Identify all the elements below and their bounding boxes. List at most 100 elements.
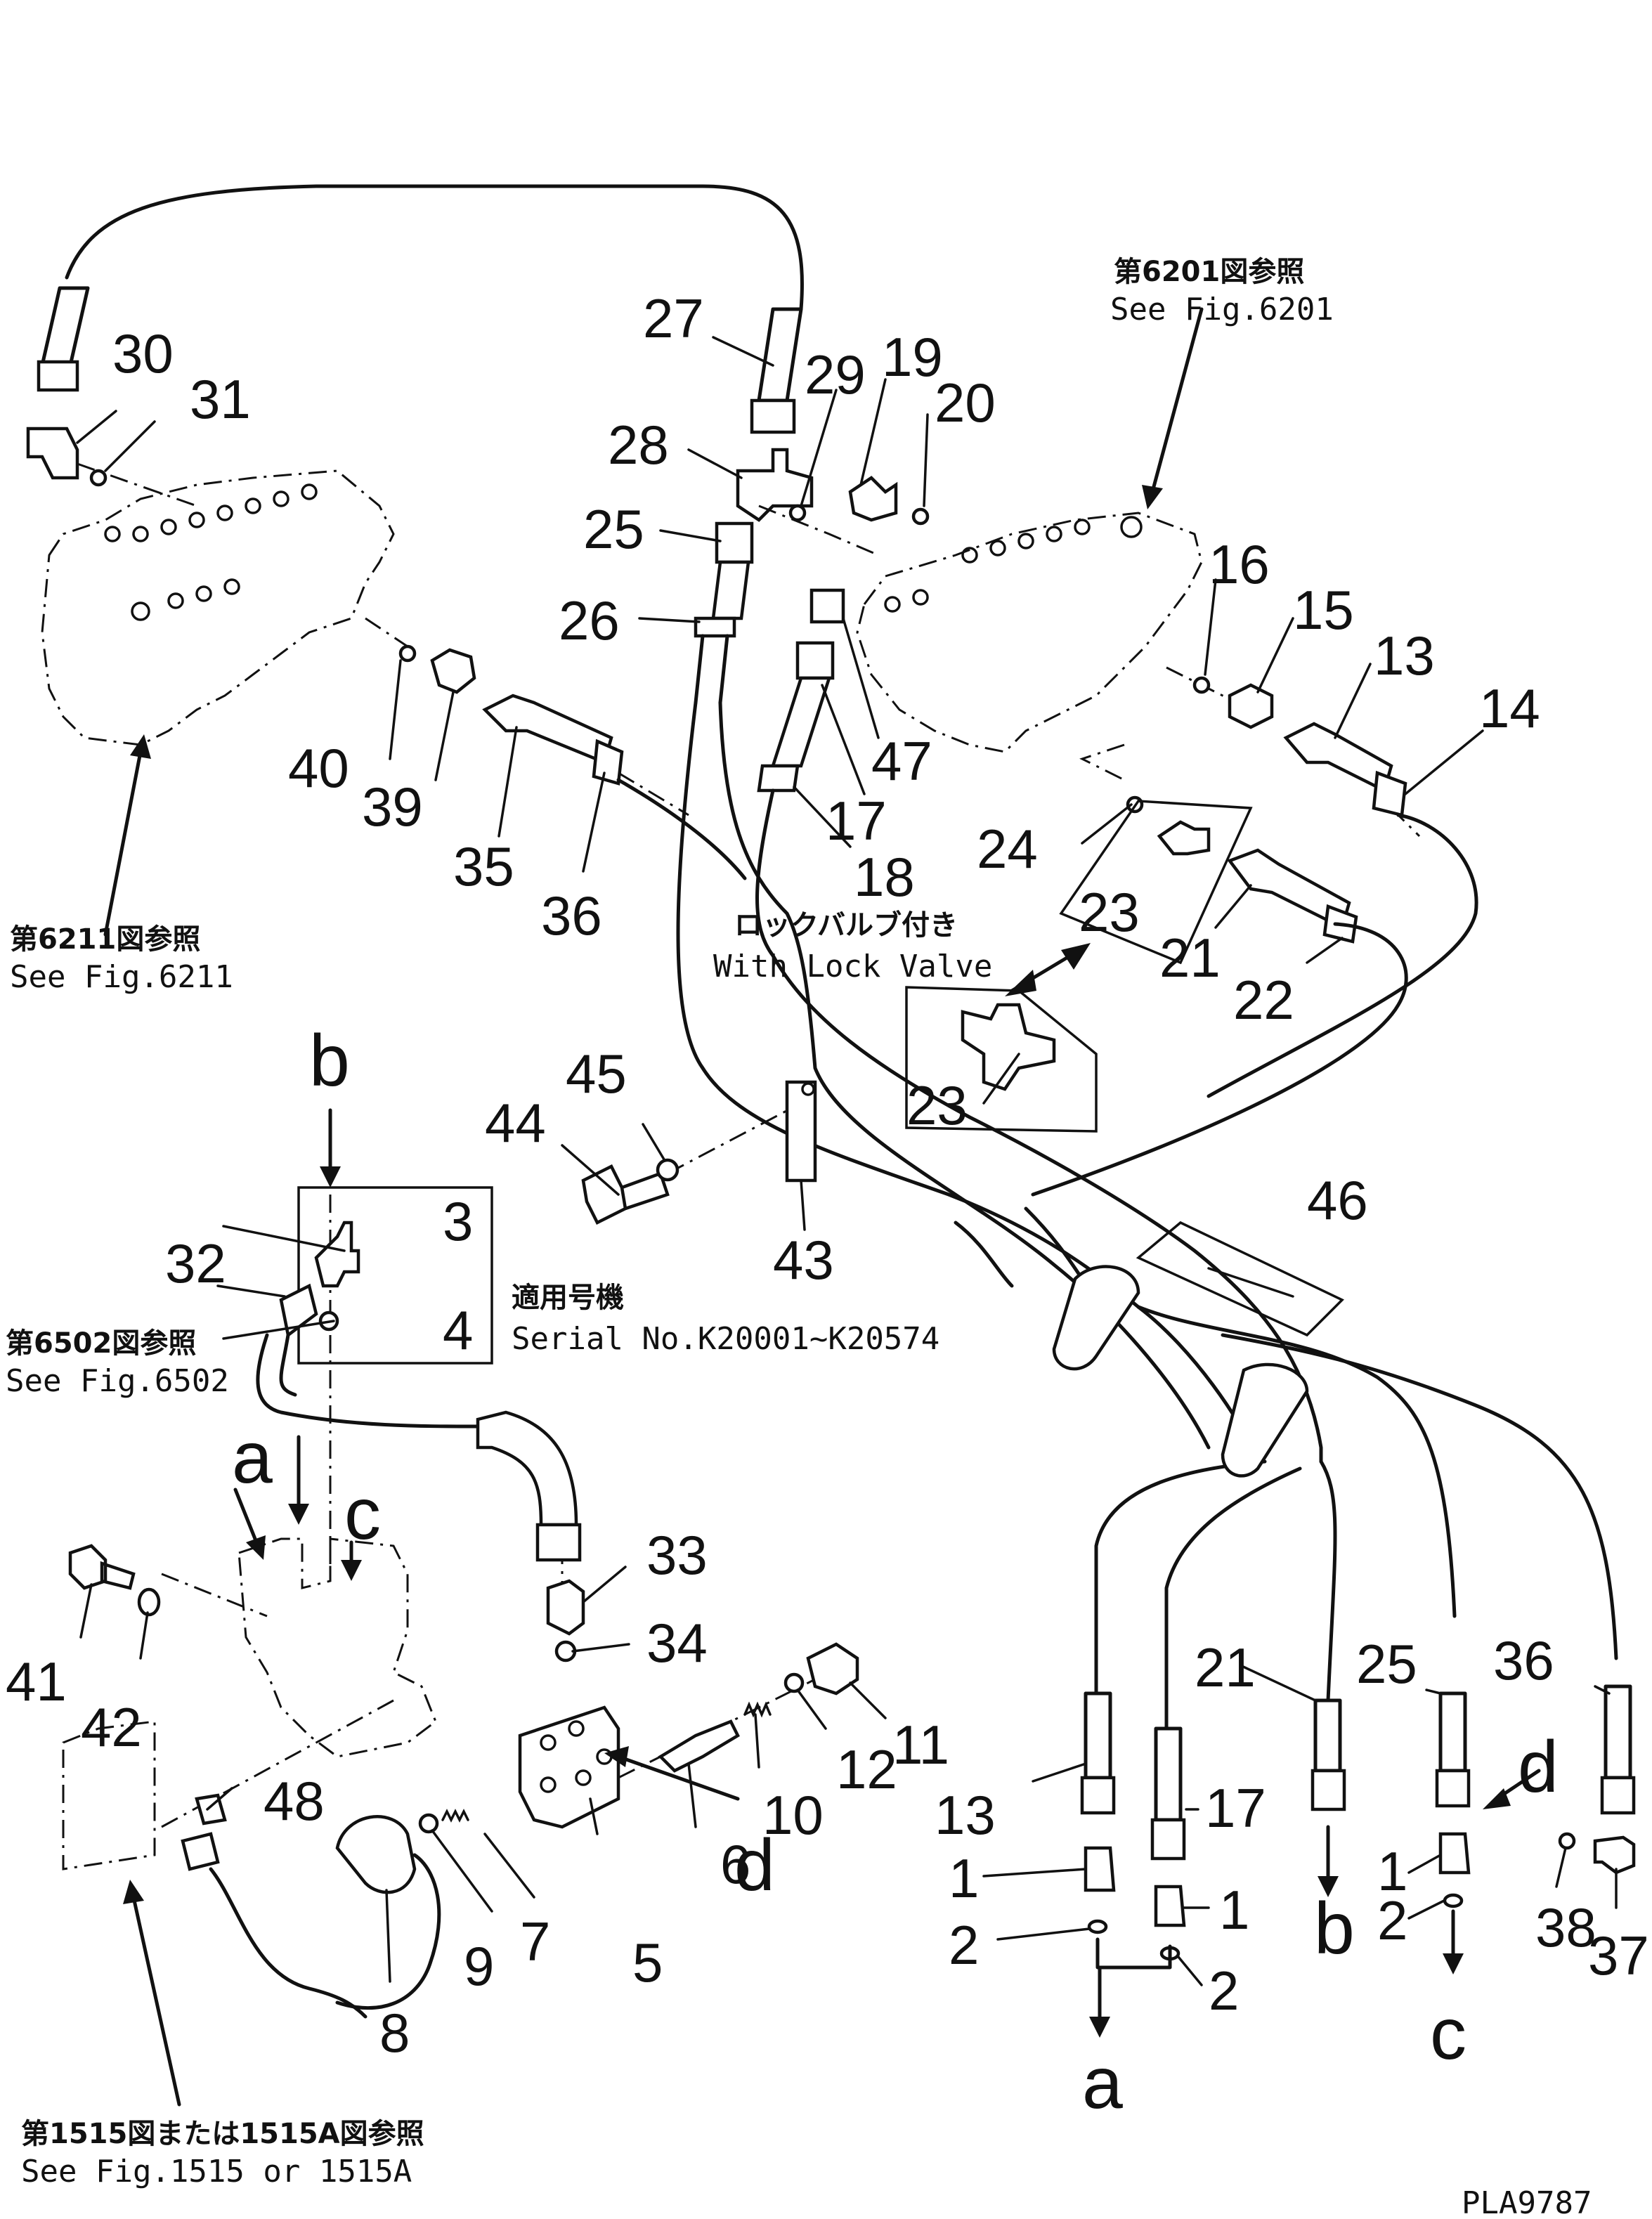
label-8: 8: [379, 2002, 410, 2064]
bolt-41: [68, 1544, 136, 1590]
hose-loop-top: [65, 184, 804, 311]
label-10: 10: [762, 1784, 824, 1846]
letter-d-top: d: [734, 1825, 775, 1906]
valve-6: [658, 1719, 740, 1773]
label-17a: 17: [826, 790, 887, 852]
label-26: 26: [559, 590, 620, 651]
label-2a: 2: [949, 1914, 979, 1976]
nut-17: [795, 641, 835, 680]
label-28: 28: [608, 414, 669, 476]
clamp-43: [785, 1080, 817, 1183]
oring-20: [911, 507, 930, 526]
label-5: 5: [632, 1932, 663, 1993]
note-serial-en: Serial No.K20001~K20574: [512, 1321, 939, 1357]
connector-15: [1228, 683, 1274, 729]
control-valve-left: [41, 469, 395, 746]
label-29: 29: [805, 344, 866, 405]
label-38: 38: [1535, 1896, 1596, 1958]
spring-7: [441, 1809, 469, 1823]
ref-fig1515-en: See Fig.1515 or 1515A: [21, 2154, 412, 2189]
box-serial: [297, 1186, 493, 1365]
spring-10: [743, 1701, 772, 1718]
washer-45: [656, 1158, 679, 1182]
label-43: 43: [773, 1229, 834, 1291]
label-36b: 36: [1493, 1629, 1554, 1691]
fitting-23-lower: [961, 1003, 1056, 1091]
hose-ends-bottom: [1080, 1684, 1636, 1961]
hose-35: [482, 694, 613, 765]
ref-fig1515-ja: 第1515図または1515A図参照: [21, 2118, 424, 2150]
label-15: 15: [1293, 579, 1354, 641]
centerline-30-valve: [77, 462, 197, 507]
label-34: 34: [646, 1612, 708, 1674]
label-42: 42: [81, 1696, 142, 1758]
label-1a: 1: [949, 1847, 979, 1909]
hose-30: [40, 286, 90, 367]
hose-bundle-46: [616, 701, 1618, 1731]
elbow-30: [26, 427, 79, 480]
sleeve-26: [694, 616, 736, 638]
ref-fig6502-ja: 第6502図参照: [6, 1327, 196, 1360]
label-35: 35: [453, 835, 514, 897]
label-25a: 25: [583, 498, 644, 560]
label-18: 18: [854, 846, 915, 908]
label-4: 4: [443, 1299, 473, 1361]
socket-48: [181, 1832, 220, 1871]
label-36a: 36: [541, 885, 602, 946]
control-valve-right: [856, 512, 1203, 753]
label-1c: 1: [1377, 1840, 1407, 1902]
label-19: 19: [882, 326, 943, 388]
label-25b: 25: [1356, 1633, 1417, 1695]
letter-c-bot: c: [1430, 1993, 1466, 2075]
connector-39: [430, 648, 476, 694]
label-20: 20: [935, 372, 996, 434]
oring-29: [788, 504, 807, 522]
hose-25: [711, 560, 750, 620]
oring-9: [418, 1813, 439, 1834]
label-44: 44: [485, 1092, 546, 1154]
valve-block-6502: [238, 1537, 437, 1758]
connector-stack-1515: [62, 1720, 156, 1870]
label-23b: 23: [906, 1074, 968, 1136]
label-45: 45: [566, 1043, 627, 1105]
label-33: 33: [646, 1524, 708, 1586]
label-9: 9: [464, 1935, 494, 1997]
nut-32: [535, 1523, 582, 1562]
elbow-19: [848, 476, 898, 522]
label-14: 14: [1479, 677, 1540, 739]
flow-arrows: [103, 307, 1541, 2107]
label-37: 37: [1588, 1925, 1649, 1986]
label-13b: 13: [935, 1784, 996, 1846]
ref-fig6201-en: See Fig.6201: [1110, 292, 1334, 327]
connector-33: [546, 1579, 585, 1636]
nut-30: [37, 360, 79, 392]
bolt-44: [581, 1164, 670, 1225]
ref-fig6502-en: See Fig.6502: [6, 1363, 229, 1399]
label-32: 32: [165, 1232, 226, 1294]
label-21b: 21: [1195, 1636, 1256, 1698]
label-12: 12: [836, 1738, 897, 1800]
clamp-band-1: [1052, 1265, 1140, 1371]
label-27: 27: [643, 287, 704, 349]
letter-b-top: b: [309, 1020, 350, 1102]
letter-a-top: a: [232, 1417, 273, 1499]
label-46: 46: [1307, 1169, 1368, 1231]
note-serial-ja: 適用号機: [512, 1282, 624, 1314]
centerline-24: [1079, 743, 1125, 781]
box-23-lower: [905, 986, 1098, 1133]
tee-28: [736, 448, 814, 522]
nut-47: [809, 588, 845, 624]
sleeve-18: [757, 764, 800, 793]
hose-27: [757, 307, 803, 403]
label-21a: 21: [1159, 927, 1221, 989]
label-22: 22: [1233, 969, 1294, 1031]
valve-left-ports: [104, 483, 318, 621]
note-lock-valve-en: With Lock Valve: [713, 949, 992, 984]
label-47: 47: [871, 730, 932, 792]
label-1b: 1: [1219, 1879, 1249, 1941]
ref-fig6211-en: See Fig.6211: [10, 959, 233, 995]
label-16: 16: [1209, 533, 1270, 595]
label-6: 6: [720, 1833, 750, 1895]
label-24: 24: [977, 818, 1038, 880]
hose-17: [770, 676, 832, 768]
